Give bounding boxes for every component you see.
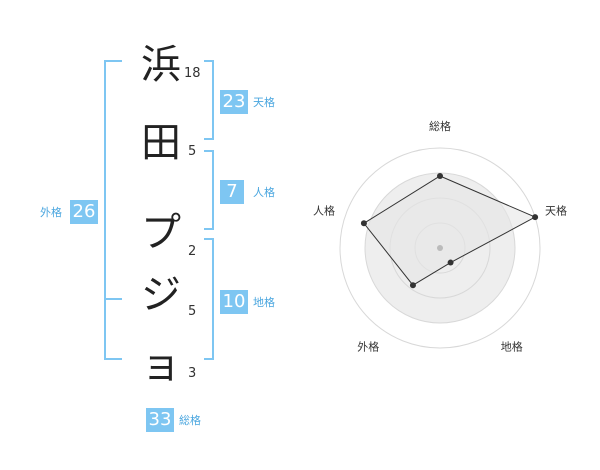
radar-axis-label-3: 地格 [501,340,523,354]
gaikaku-label: 外格 [40,206,62,219]
radar-center-dot [437,245,443,251]
gaikaku-value: 26 [70,200,98,224]
stroke-count-4: 5 [188,304,197,319]
soukaku-label: 総格 [179,414,201,427]
radar-polygon [363,175,537,286]
radar-point-2 [532,214,539,221]
tenkaku-label: 天格 [253,96,275,109]
name-char-2: 田 [141,120,181,166]
radar-ring-4 [339,147,541,349]
name-char-1: 浜 [141,42,181,88]
stroke-count-1: 18 [184,66,201,81]
radar-axis-label-2: 天格 [545,203,567,217]
radar-axis-label-1: 総格 [429,119,451,133]
soukaku-value: 33 [146,408,174,432]
jinkaku-label: 人格 [253,186,275,199]
name-char-5: ョ [141,342,181,388]
radar-axis-label-5: 人格 [313,203,335,217]
jinkaku-value: 7 [220,180,244,204]
stroke-count-2: 5 [188,144,197,159]
name-char-3: プ [141,210,181,256]
name-char-4: ジ [141,272,181,318]
radar-point-1 [437,173,443,179]
chikaku-label: 地格 [253,296,275,309]
radar-axis-label-4: 外格 [357,340,379,354]
stroke-count-5: 3 [188,366,197,381]
stroke-count-3: 2 [188,244,197,259]
chikaku-value: 10 [220,290,248,314]
radar-point-5 [360,220,367,227]
tenkaku-value: 23 [220,90,248,114]
radar-point-3 [447,259,454,266]
radar-point-4 [409,282,416,289]
